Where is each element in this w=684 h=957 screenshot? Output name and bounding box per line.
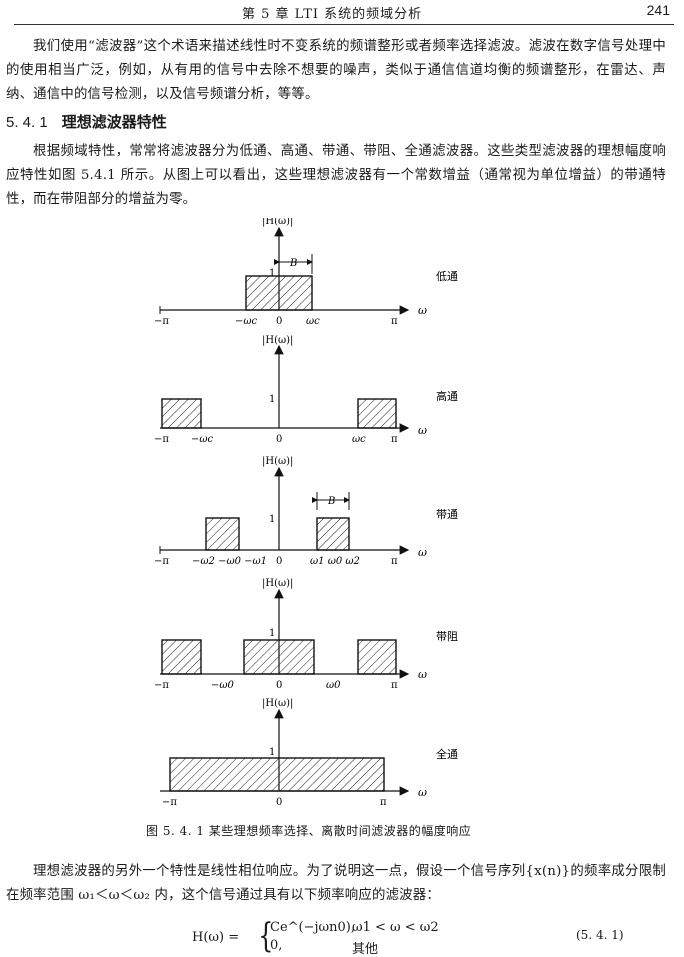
panel-highpass: |H(ω)| 1 ω −π −ωc 0 ωc π 高通 [154,335,458,445]
equation-5-4-1: H(ω) = { Ce^(−jωn0), ω1 < ω < ω2 0, 其他 (… [192,916,662,957]
xlabel: ω [418,668,427,681]
paragraph-filter-types: 根据频域特性，常常将滤波器分为低通、高通、带通、带阻、全通滤波器。这些类型滤波器… [6,144,666,207]
xlabel: ω [418,546,427,559]
ylabel: |H(ω)| [262,698,293,709]
equation-case1-expr: Ce^(−jωn0), [270,920,355,935]
xlabel: ω [418,304,427,317]
tick: −π [154,680,169,691]
page-number: 241 [646,2,670,18]
equation-brace: { [258,916,274,956]
page-header: 第 5 章 LTI 系统的频域分析 241 [14,0,674,25]
tick: ωc [306,316,320,327]
figure-ideal-filters: B |H(ω)| 1 ω −π −ωc 0 ωc π 低通 |H(ω)| 1 ω… [140,218,470,808]
equation-case1-cond: ω1 < ω < ω2 [352,920,439,935]
tick: π [391,434,398,445]
tick: −ωc [235,316,258,327]
tick: −ωc [191,434,214,445]
section-heading: 5. 4. 1 理想滤波器特性 [6,111,167,132]
tick: π [391,556,398,567]
panel-allpass: |H(ω)| 1 ω −π 0 π 全通 [160,698,458,808]
tick: ω1 ω0 ω2 [310,556,360,567]
panel-label: 带通 [436,508,458,521]
section-title: 理想滤波器特性 [61,114,167,131]
unit-gain: 1 [269,628,275,639]
bandwidth-label: B [327,496,335,507]
tick: 0 [276,797,282,808]
panel-lowpass: B |H(ω)| 1 ω −π −ωc 0 ωc π 低通 [154,218,458,327]
tick: π [380,797,387,808]
tick: −ω0 [211,680,235,691]
xlabel: ω [418,786,427,799]
paragraph-intro: 我们使用“滤波器”这个术语来描述线性时不变系统的频谱整形或者频率选择滤波。滤波在… [6,39,666,102]
ylabel: |H(ω)| [262,578,293,589]
tick: π [391,680,398,691]
tick: −π [154,316,169,327]
paragraph-linear-phase: 理想滤波器的另外一个特性是线性相位响应。为了说明这一点，假设一个信号序列{x(n… [6,864,666,903]
section-number: 5. 4. 1 [6,114,48,131]
panel-bandpass: B |H(ω)| 1 ω −π −ω2 −ω0 −ω1 0 ω1 ω0 ω2 π… [154,456,458,567]
panel-label: 高通 [436,389,458,403]
ylabel: |H(ω)| [262,335,293,346]
panel-label: 全通 [436,747,458,761]
running-title: 第 5 章 LTI 系统的频域分析 [242,7,423,22]
panel-bandstop: |H(ω)| 1 ω −π −ω0 0 ω0 π 带阻 [154,578,458,691]
equation-case2-expr: 0, [270,938,283,953]
tick: 0 [276,434,282,445]
equation-lhs: H(ω) = [192,930,240,945]
unit-gain: 1 [269,394,275,405]
filter-response-plots: B |H(ω)| 1 ω −π −ωc 0 ωc π 低通 |H(ω)| 1 ω… [154,218,458,808]
panel-label: 低通 [436,270,458,283]
xlabel: ω [418,424,427,437]
tick: −ω2 −ω0 −ω1 [192,556,267,567]
tick: 0 [276,556,282,567]
unit-gain: 1 [269,747,275,758]
equation-number: (5. 4. 1) [576,928,624,942]
tick: ωc [352,434,366,445]
tick: −π [154,434,169,445]
panel-label: 带阻 [436,630,458,643]
equation-case2-cond: 其他 [352,942,379,957]
tick: ω0 [326,680,341,691]
tick: −π [162,797,177,808]
bandwidth-label: B [289,258,297,269]
tick: −π [154,556,169,567]
figure-caption: 图 5. 4. 1 某些理想频率选择、离散时间滤波器的幅度响应 [146,824,472,838]
tick: 0 [276,316,282,327]
tick: π [391,316,398,327]
ylabel: |H(ω)| [262,456,293,467]
unit-gain: 1 [269,268,275,279]
ylabel: |H(ω)| [262,218,293,227]
unit-gain: 1 [269,514,275,525]
tick: 0 [276,680,282,691]
